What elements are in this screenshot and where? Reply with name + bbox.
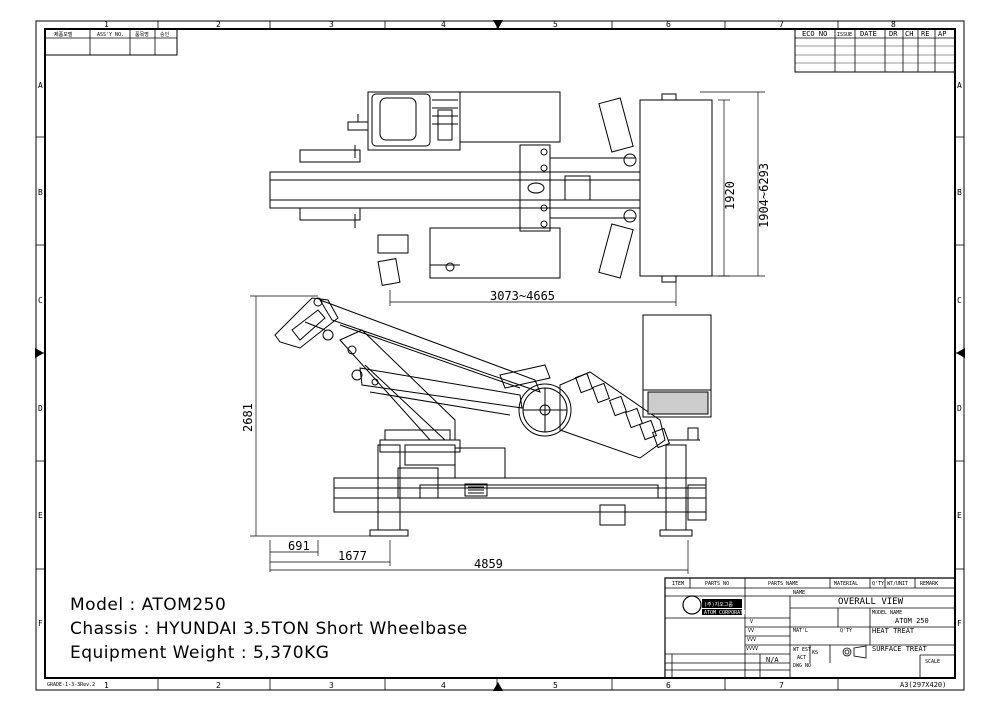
tb-model-name-label: MODEL NAME	[872, 610, 902, 616]
row-label-e: E	[38, 511, 43, 520]
equipment-weight-text: Equipment Weight : 5,370KG	[70, 643, 329, 663]
tb-remark: REMARK	[920, 581, 938, 587]
row-label-c-right: C	[957, 296, 962, 305]
col-label-bottom-7: 7	[779, 681, 784, 690]
row-label-a: A	[38, 81, 43, 90]
tb-surface-treat: SURFACE TREAT	[872, 645, 928, 653]
col-label-2: 2	[216, 20, 221, 29]
dim-3073-4665: 3073~4665	[490, 289, 555, 303]
sheet-size: A3(297X420)	[900, 681, 946, 689]
top-view-dimensions	[390, 92, 765, 306]
col-label-bottom-4: 4	[441, 681, 446, 690]
tb-tol-v: V	[750, 619, 753, 625]
col-label-bottom-5: 5	[553, 681, 558, 690]
center-mark-top-icon	[493, 20, 503, 29]
tb-scale: SCALE	[925, 659, 940, 665]
tl-label-item-name: 품목명	[135, 31, 149, 38]
tb-qty-label: Q'TY	[840, 628, 852, 634]
company-logo: (주)지오그룹 ATOM CORPORATION	[682, 595, 752, 616]
row-label-f-right: F	[957, 619, 962, 628]
rev-eco-no: ECO NO	[802, 30, 827, 38]
rev-ch: CH	[905, 30, 913, 38]
col-label-7: 7	[779, 20, 784, 29]
side-view-drawing	[275, 298, 711, 536]
col-label-5: 5	[553, 20, 558, 29]
tb-tol-vvvv: VVVV	[746, 646, 758, 652]
dim-1904-6293: 1904~6293	[757, 163, 771, 228]
row-label-b: B	[38, 188, 43, 197]
col-label-4: 4	[441, 20, 446, 29]
col-label-bottom-2: 2	[216, 681, 221, 690]
dim-2681: 2681	[241, 403, 255, 432]
tl-label-product-model: 제품모델	[54, 31, 73, 38]
top-left-block: 제품모델 ASS'Y NO. 품목명 승인	[45, 29, 177, 55]
tb-tol-vv: VV	[748, 628, 754, 634]
title-block-text: ITEM PARTS NO PARTS NAME MATERIAL Q'TY W…	[672, 581, 940, 669]
col-label-3: 3	[329, 20, 334, 29]
row-labels: A B C D E F A B C D E F	[38, 81, 962, 628]
tb-model-name-value: ATOM 250	[895, 617, 929, 625]
center-mark-right-icon	[956, 348, 965, 358]
center-mark-left-icon	[35, 348, 44, 358]
tb-tol-vvv: VVV	[747, 637, 756, 643]
row-label-c: C	[38, 296, 43, 305]
top-view-drawing	[270, 92, 712, 285]
dim-691: 691	[288, 539, 310, 553]
chassis-text: Chassis : HYUNDAI 3.5TON Short Wheelbase	[70, 619, 468, 639]
company-name: (주)지오그룹	[704, 601, 733, 608]
rev-issue: ISSUE	[837, 32, 852, 38]
tb-na: N/A	[766, 656, 779, 664]
col-label-bottom-3: 3	[329, 681, 334, 690]
row-label-f: F	[38, 619, 43, 628]
outer-border	[36, 21, 964, 690]
col-label-bottom-1: 1	[104, 681, 109, 690]
dim-4859: 4859	[474, 557, 503, 571]
footer-code: GRADE-1-3-3Rev.2	[47, 682, 95, 688]
tb-parts-no: PARTS NO	[705, 581, 729, 587]
tl-label-approval: 승인	[160, 31, 170, 38]
tb-wt-est: WT EST	[793, 647, 811, 653]
tb-qty: Q'TY	[872, 581, 884, 587]
tb-wt-act: ACT	[797, 655, 806, 661]
inner-border	[45, 29, 955, 678]
row-label-d: D	[38, 404, 43, 413]
rev-re: RE	[921, 30, 929, 38]
projection-symbol-icon	[843, 646, 866, 658]
rev-ap: AP	[938, 30, 946, 38]
col-label-1: 1	[104, 20, 109, 29]
row-label-b-right: B	[957, 188, 962, 197]
tb-heat-treat: HEAT TREAT	[872, 627, 915, 635]
tb-name-label: NAME	[793, 590, 805, 596]
tb-ks: KS	[812, 650, 818, 656]
center-mark-bottom-icon	[493, 682, 503, 691]
model-text: Model : ATOM250	[70, 595, 226, 615]
col-label-8: 8	[891, 20, 896, 29]
tb-item: ITEM	[672, 581, 684, 587]
dim-1677: 1677	[338, 549, 367, 563]
tb-dwg-no: DWG NO	[793, 663, 811, 669]
row-label-e-right: E	[957, 511, 962, 520]
title-block	[665, 578, 955, 678]
column-labels-bottom: 1 2 3 4 5 6 7	[104, 681, 784, 690]
tb-parts-name: PARTS NAME	[768, 581, 798, 587]
column-labels-top: 1 2 3 4 5 6 7 8	[104, 20, 896, 29]
company-sub: ATOM CORPORATION	[704, 610, 752, 616]
side-view-dimensions	[250, 296, 688, 574]
tl-label-assy-no: ASS'Y NO.	[97, 32, 124, 38]
tb-wt-unit: WT/UNIT	[887, 581, 908, 587]
dim-1920: 1920	[723, 181, 737, 210]
revision-block: ECO NO ISSUE DATE DR CH RE AP	[795, 29, 955, 72]
row-label-a-right: A	[957, 81, 962, 90]
row-label-d-right: D	[957, 404, 962, 413]
column-grid	[36, 21, 964, 690]
rev-dr: DR	[889, 30, 898, 38]
rev-date: DATE	[860, 30, 877, 38]
tb-name-value: OVERALL VIEW	[838, 597, 904, 607]
col-label-bottom-6: 6	[666, 681, 671, 690]
col-label-6: 6	[666, 20, 671, 29]
tb-matl: MAT'L	[793, 628, 808, 634]
tb-material: MATERIAL	[834, 581, 858, 587]
